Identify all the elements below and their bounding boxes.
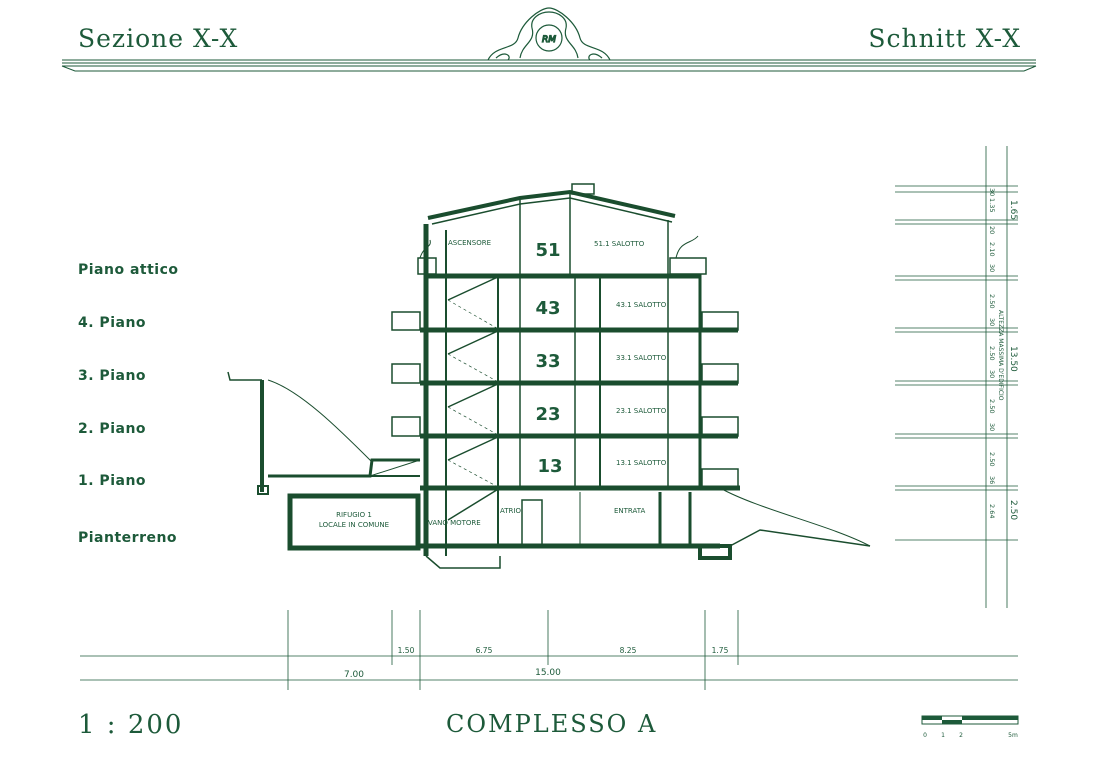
section-title-german: Schnitt X-X <box>868 24 1021 53</box>
floor-label-2: 2. Piano <box>78 421 147 437</box>
scale-bar-label-0: 0 <box>923 732 927 739</box>
dim-h-1500: 15.00 <box>535 668 561 678</box>
floor-label-4: 4. Piano <box>78 315 147 331</box>
room-label-salotto-33: 33.1 SALOTTO <box>616 354 667 362</box>
dim-v-30a: 30 <box>988 188 996 196</box>
dim-v-250d: 2.50 <box>988 452 996 466</box>
room-labels: ASCENSORE 51.1 SALOTTO 43.1 SALOTTO 33.1… <box>319 239 667 529</box>
floor-label-1: 1. Piano <box>78 473 147 489</box>
monogram-text: RM <box>542 35 556 45</box>
building-section <box>227 183 871 569</box>
unit-numbers: 51 43 33 23 13 <box>535 240 562 477</box>
scale-bar-label-5m: 5m <box>1008 732 1018 739</box>
vertical-dimensions <box>895 146 1018 608</box>
room-label-salotto-43: 43.1 SALOTTO <box>616 301 667 309</box>
dim-v-250-ground: 2.50 <box>1008 500 1018 520</box>
dim-v-165: 1.65 <box>1008 200 1018 220</box>
unit-number-23: 23 <box>535 404 560 425</box>
dim-v-30e: 30 <box>988 423 996 431</box>
room-label-salotto-51: 51.1 SALOTTO <box>594 240 645 248</box>
dim-v-30b: 30 <box>988 264 996 272</box>
dim-v-210: 2.10 <box>988 242 996 256</box>
dim-h-175: 1.75 <box>712 646 729 655</box>
dim-v-caption: ALTEZZA MASSIMA D'EDIFICIO <box>997 310 1004 401</box>
dim-v-20: 20 <box>988 226 996 234</box>
monogram-cartouche-icon: RM <box>487 7 611 61</box>
dim-v-30d: 30 <box>988 370 996 378</box>
unit-number-51: 51 <box>535 240 560 261</box>
dim-v-30c: 30 <box>988 318 996 326</box>
dim-h-825: 8.25 <box>620 646 637 655</box>
header-rule <box>61 59 1037 72</box>
horizontal-dimension-labels: 1.50 6.75 8.25 1.75 7.00 15.00 <box>344 646 729 680</box>
dim-h-150: 1.50 <box>398 646 415 655</box>
dim-h-675: 6.75 <box>476 646 493 655</box>
room-label-locale-comune: LOCALE IN COMUNE <box>319 521 389 529</box>
dim-v-264: 2.64 <box>988 504 996 518</box>
dim-v-250a: 2.50 <box>988 294 996 308</box>
dim-v-250b: 2.50 <box>988 346 996 360</box>
room-label-salotto-23: 23.1 SALOTTO <box>616 407 667 415</box>
dim-h-700: 7.00 <box>344 670 364 680</box>
dim-v-135: 1.35 <box>988 198 996 212</box>
room-label-salotto-13: 13.1 SALOTTO <box>616 459 667 467</box>
scale-ratio: 1 : 200 <box>78 710 184 740</box>
complex-title: COMPLESSO A <box>446 710 658 738</box>
room-label-vano-motore: VANO MOTORE <box>428 519 481 527</box>
horizontal-dimensions <box>80 610 1018 690</box>
unit-number-43: 43 <box>535 298 560 319</box>
vertical-dimension-labels: 30 1.35 20 2.10 30 2.50 30 2.50 30 2.50 … <box>988 188 1018 520</box>
unit-number-13: 13 <box>537 456 562 477</box>
scale-bar-label-1: 1 <box>941 732 945 739</box>
room-label-entrata: ENTRATA <box>614 507 645 515</box>
graphic-scale-bar: 0 1 2 5m <box>921 715 1019 739</box>
section-title-italian: Sezione X-X <box>78 24 239 53</box>
room-label-rifugio: RIFUGIO 1 <box>336 511 372 519</box>
floor-label-attico: Piano attico <box>78 262 179 278</box>
unit-number-33: 33 <box>535 351 560 372</box>
floor-label-pianterreno: Pianterreno <box>78 530 178 546</box>
room-label-ascensore: ASCENSORE <box>448 239 491 247</box>
floor-label-3: 3. Piano <box>78 368 147 384</box>
dim-v-36: 36 <box>988 476 996 484</box>
room-label-atrio: ATRIO <box>500 507 521 515</box>
scale-bar-label-2: 2 <box>959 732 963 739</box>
dim-v-250c: 2.50 <box>988 399 996 413</box>
dim-v-1350: 13.50 <box>1008 346 1018 372</box>
